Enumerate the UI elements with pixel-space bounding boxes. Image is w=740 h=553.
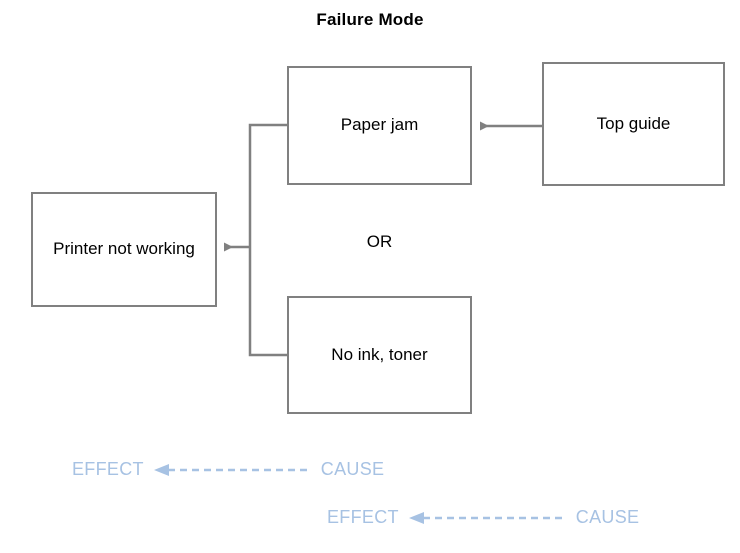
node-label: Top guide — [596, 113, 671, 133]
legend-effect-label: EFFECT — [327, 507, 399, 527]
node-label: Paper jam — [340, 115, 419, 135]
legend-dashed-arrow-icon — [408, 509, 564, 527]
node-no-ink-toner[interactable]: No ink, toner — [287, 296, 472, 414]
legend-effect-label: EFFECT — [72, 459, 144, 479]
node-label: Printer not working — [53, 239, 195, 259]
legend-row-1: EFFECT CAUSE — [72, 459, 384, 480]
legend-row-2: EFFECT CAUSE — [327, 507, 639, 528]
or-gate-label: OR — [366, 232, 393, 251]
node-printer-not-working[interactable]: Printer not working — [31, 192, 217, 307]
page-title: Failure Mode — [316, 10, 424, 29]
legend-dashed-arrow-icon — [153, 461, 309, 479]
edge-no-ink-to-printer — [248, 247, 287, 357]
node-label: No ink, toner — [331, 344, 428, 364]
edge-paper-jam-to-printer — [248, 123, 287, 247]
legend-cause-label: CAUSE — [320, 459, 385, 479]
node-top-guide[interactable]: Top guide — [542, 62, 725, 186]
legend-cause-label: CAUSE — [575, 507, 640, 527]
node-paper-jam[interactable]: Paper jam — [287, 66, 472, 185]
